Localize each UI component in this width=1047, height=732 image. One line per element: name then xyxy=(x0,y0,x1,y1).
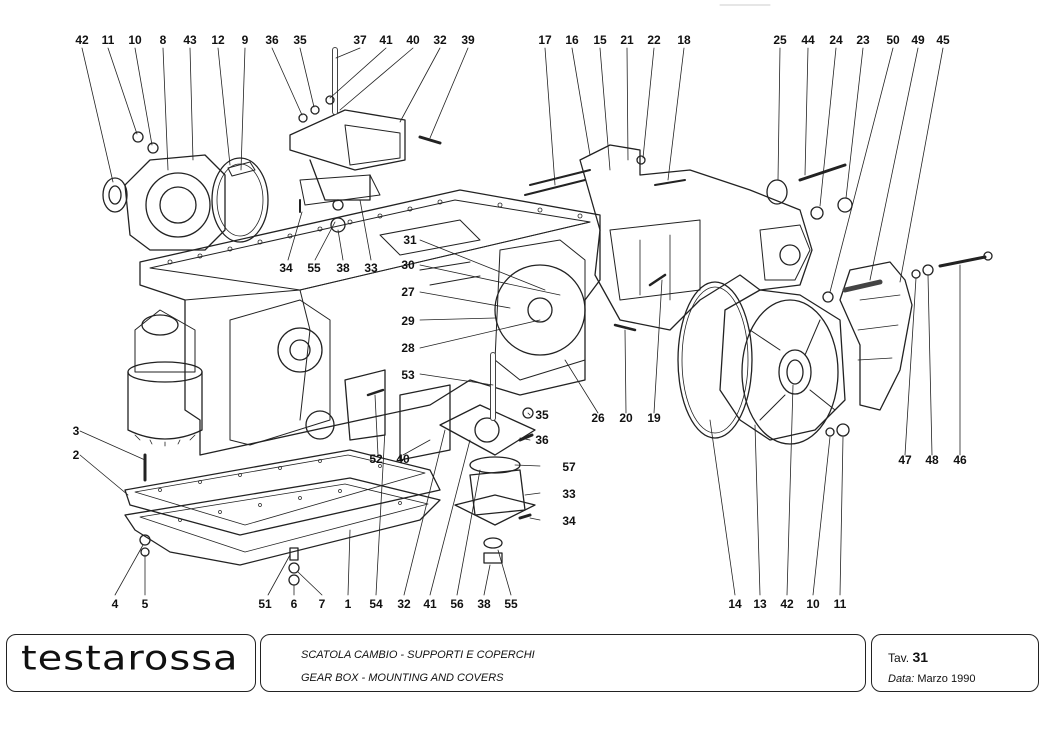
callout-label: 1 xyxy=(344,597,352,611)
callout-label: 2 xyxy=(72,448,80,462)
callout-label: 56 xyxy=(450,597,464,611)
callout-label: 50 xyxy=(886,33,900,47)
table-number: 31 xyxy=(912,649,929,665)
table-label: Tav. xyxy=(888,651,910,665)
lower-mount xyxy=(344,352,536,564)
callout-label: 29 xyxy=(401,314,415,328)
callout-label: 39 xyxy=(461,33,475,47)
callout-label: 13 xyxy=(753,597,767,611)
callout-label: 28 xyxy=(401,341,415,355)
reference-box: Tav. 31 Data: Marzo 1990 xyxy=(871,634,1039,692)
callout-label: 4 xyxy=(111,597,119,611)
callout-label: 41 xyxy=(423,597,437,611)
callout-label: 7 xyxy=(318,597,326,611)
logo-box: testarossa xyxy=(6,634,256,692)
left-cover xyxy=(102,131,269,251)
callout-label: 52 xyxy=(369,452,383,466)
callout-label: 35 xyxy=(293,33,307,47)
callout-label: 12 xyxy=(211,33,225,47)
callout-label: 21 xyxy=(620,33,634,47)
callout-label: 24 xyxy=(829,33,843,47)
callout-label: 11 xyxy=(101,33,115,47)
date-value: Marzo 1990 xyxy=(917,673,976,685)
callout-label: 32 xyxy=(433,33,447,47)
callout-label: 42 xyxy=(780,597,794,611)
gearbox-housing xyxy=(139,189,601,456)
callout-label: 17 xyxy=(538,33,552,47)
callout-label: 9 xyxy=(241,33,249,47)
brand-logo: testarossa xyxy=(21,639,239,679)
callout-label: 31 xyxy=(403,233,417,247)
callout-label: 5 xyxy=(141,597,149,611)
callout-label: 38 xyxy=(336,261,350,275)
callout-label: 35 xyxy=(535,408,549,422)
callout-label: 49 xyxy=(911,33,925,47)
callout-label: 55 xyxy=(307,261,321,275)
callout-label: 32 xyxy=(397,597,411,611)
callout-label: 8 xyxy=(159,33,167,47)
callout-label: 37 xyxy=(353,33,367,47)
callout-label: 43 xyxy=(183,33,197,47)
upper-mount xyxy=(289,47,442,233)
callout-label: 33 xyxy=(562,487,576,501)
table-reference: Tav. 31 xyxy=(888,649,928,665)
callout-label: 44 xyxy=(801,33,815,47)
callout-label: 34 xyxy=(279,261,293,275)
callout-label: 38 xyxy=(477,597,491,611)
callout-label: 30 xyxy=(401,258,415,272)
side-cover xyxy=(677,281,846,445)
title-english: GEAR BOX - MOUNTING AND COVERS xyxy=(301,672,504,684)
callout-label: 25 xyxy=(773,33,787,47)
callout-label: 6 xyxy=(290,597,298,611)
callout-label: 11 xyxy=(833,597,847,611)
callout-label: 53 xyxy=(401,368,415,382)
callout-label: 33 xyxy=(364,261,378,275)
callout-label: 26 xyxy=(591,411,605,425)
callout-label: 47 xyxy=(898,453,912,467)
callout-label: 54 xyxy=(369,597,383,611)
callout-label: 3 xyxy=(72,424,80,438)
callout-label: 51 xyxy=(258,597,272,611)
callout-label: 57 xyxy=(562,460,576,474)
callout-label: 36 xyxy=(265,33,279,47)
heat-shield xyxy=(822,251,993,437)
callout-label: 10 xyxy=(128,33,142,47)
rear-bracket xyxy=(524,144,853,332)
date-label: Data: xyxy=(888,673,915,685)
callout-label: 27 xyxy=(401,285,415,299)
callout-label: 34 xyxy=(562,514,576,528)
callout-label: 23 xyxy=(856,33,870,47)
callout-label: 20 xyxy=(619,411,633,425)
oil-filter xyxy=(127,309,203,447)
title-italian: SCATOLA CAMBIO - SUPPORTI E COPERCHI xyxy=(301,649,535,661)
callout-label: 55 xyxy=(504,597,518,611)
callout-label: 16 xyxy=(565,33,579,47)
callout-label: 46 xyxy=(953,453,967,467)
title-box: SCATOLA CAMBIO - SUPPORTI E COPERCHI GEA… xyxy=(260,634,866,692)
callout-label: 22 xyxy=(647,33,661,47)
oil-pan xyxy=(124,388,441,586)
callout-label: 14 xyxy=(728,597,742,611)
callout-label: 15 xyxy=(593,33,607,47)
callout-label: 18 xyxy=(677,33,691,47)
callout-label: 41 xyxy=(379,33,393,47)
callout-label: 10 xyxy=(806,597,820,611)
callout-label: 42 xyxy=(75,33,89,47)
date-line: Data: Marzo 1990 xyxy=(888,673,975,685)
callout-label: 40 xyxy=(406,33,420,47)
callout-label: 36 xyxy=(535,433,549,447)
callout-label: 48 xyxy=(925,453,939,467)
leader-lines xyxy=(79,47,961,596)
callout-label: 19 xyxy=(647,411,661,425)
callout-label: 40 xyxy=(396,452,410,466)
callout-label: 45 xyxy=(936,33,950,47)
